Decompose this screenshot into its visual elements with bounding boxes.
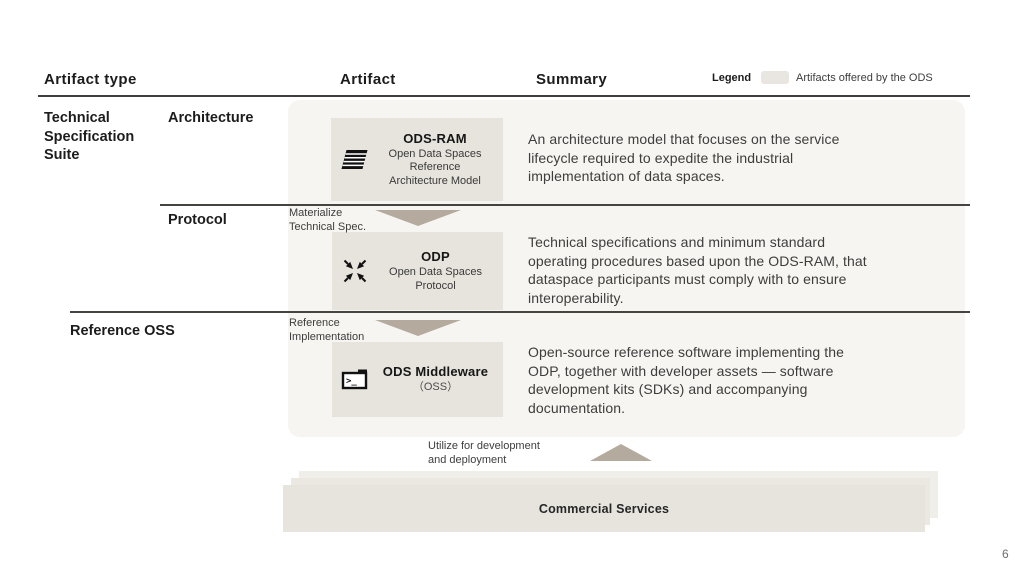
artifact-name: ODS-RAM xyxy=(403,130,467,146)
summary-ods-middleware: Open-source reference software implement… xyxy=(528,344,844,416)
summary-ods-ram: An architecture model that focuses on th… xyxy=(528,131,840,184)
artifact-box-text: ODS Middleware （OSS） xyxy=(378,364,503,395)
svg-text:>_: >_ xyxy=(346,376,357,386)
commercial-services-box: Commercial Services xyxy=(283,485,925,532)
up-arrow-icon xyxy=(590,444,652,461)
legend-text: Artifacts offered by the ODS xyxy=(796,72,933,84)
summary-odp: Technical specifications and minimum sta… xyxy=(528,234,867,306)
page-number: 6 xyxy=(1002,547,1009,561)
artifact-box-ods-ram: ODS-RAM Open Data Spaces Reference Archi… xyxy=(331,118,503,201)
artifact-subtitle: （OSS） xyxy=(412,381,459,394)
artifact-box-text: ODS-RAM Open Data Spaces Reference Archi… xyxy=(377,131,503,189)
artifact-subtype-protocol: Protocol xyxy=(168,212,227,228)
artifact-subtitle: Open Data Spaces Protocol xyxy=(389,266,482,292)
arrow-label-reference-implementation: Reference Implementation xyxy=(289,317,365,343)
artifact-subtype-architecture: Architecture xyxy=(168,110,254,126)
stacked-sheets-icon xyxy=(331,148,377,171)
converging-arrows-icon xyxy=(332,258,378,284)
artifact-box-text: ODP Open Data Spaces Protocol xyxy=(378,249,503,293)
artifact-name: ODS Middleware xyxy=(382,364,489,380)
artifact-type-technical-specification-suite: Technical Specification Suite xyxy=(44,110,135,163)
legend-swatch xyxy=(761,71,789,84)
artifact-box-odp: ODP Open Data Spaces Protocol xyxy=(332,232,503,310)
legend-label: Legend xyxy=(712,72,752,84)
artifact-box-ods-middleware: >_ ODS Middleware （OSS） xyxy=(332,342,503,417)
header-divider xyxy=(38,95,970,97)
artifact-name: ODP xyxy=(421,249,450,264)
column-header-summary: Summary xyxy=(536,71,608,88)
arrow-label-materialize: Materialize Technical Spec. xyxy=(289,207,367,233)
commercial-services-label: Commercial Services xyxy=(538,501,670,516)
row-divider-1 xyxy=(160,204,970,206)
row-divider-2 xyxy=(70,311,970,313)
column-header-artifact-type: Artifact type xyxy=(44,71,137,88)
arrow-label-utilize: Utilize for development and deployment xyxy=(428,440,540,466)
column-header-artifact: Artifact xyxy=(340,71,396,88)
artifact-subtitle: Open Data Spaces Reference Architecture … xyxy=(388,147,482,187)
artifact-type-reference-oss: Reference OSS xyxy=(70,323,175,339)
terminal-window-icon: >_ xyxy=(332,369,378,391)
